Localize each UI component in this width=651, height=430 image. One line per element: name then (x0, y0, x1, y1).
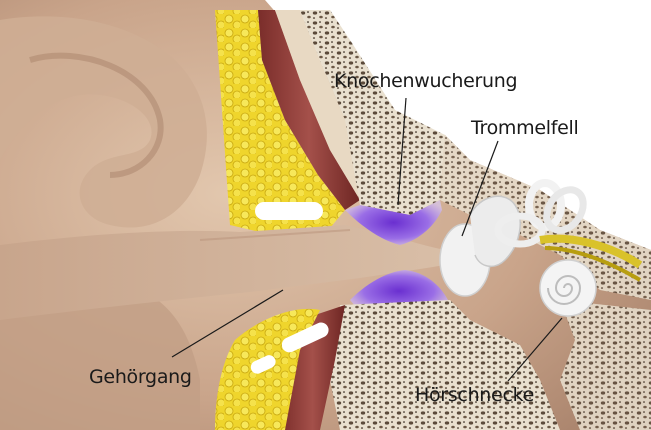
label-ear-canal: Gehörgang (89, 366, 192, 388)
label-eardrum: Trommelfell (471, 117, 578, 139)
label-cochlea: Hörschnecke (415, 384, 534, 406)
label-bone-growth: Knochenwucherung (334, 70, 517, 92)
